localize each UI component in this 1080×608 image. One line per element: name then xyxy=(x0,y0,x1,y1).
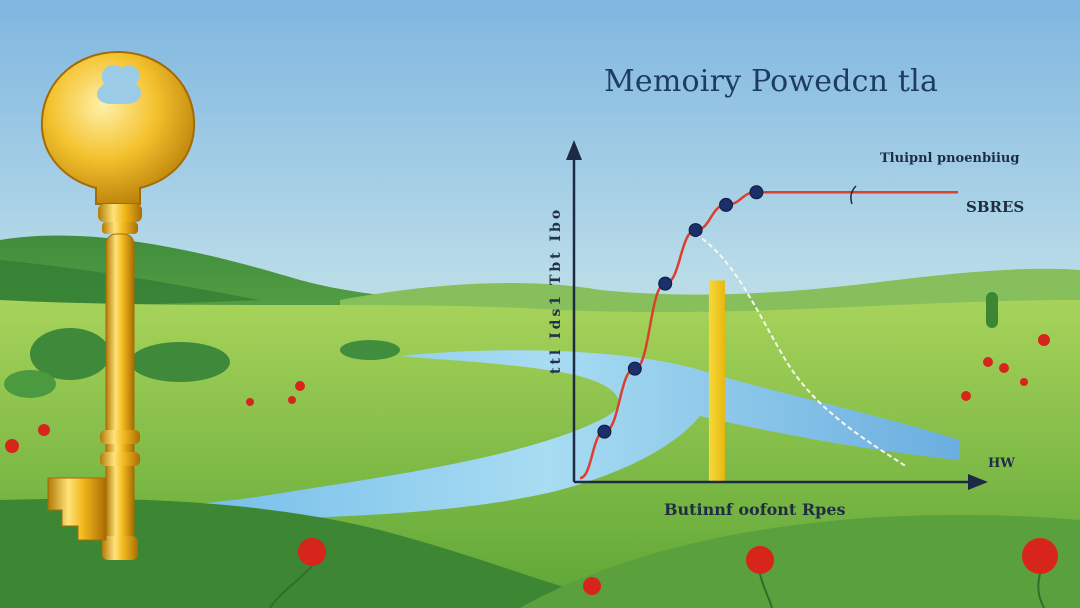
y-axis-arrow-icon xyxy=(566,140,582,160)
poppy-flowers xyxy=(5,334,1058,595)
bush xyxy=(340,340,400,360)
data-point xyxy=(719,197,734,212)
highlight-bar xyxy=(708,280,725,482)
series-label: SBRES xyxy=(966,198,1025,216)
x-axis-label: Butinnf oofont Rpes xyxy=(664,500,846,519)
y-axis-label: ttl Ids1 Tbt Ibo xyxy=(548,206,564,374)
data-points xyxy=(597,185,764,439)
cypress-tree xyxy=(986,292,998,328)
memory-chart xyxy=(566,140,988,490)
chart-title: Memoiry Powedcn tla xyxy=(604,64,939,99)
annotation-pointer xyxy=(850,185,857,205)
bush xyxy=(130,342,230,382)
x-axis-end-label: HW xyxy=(988,456,1015,471)
data-point xyxy=(597,424,612,439)
data-point xyxy=(688,223,703,238)
data-point xyxy=(627,361,642,376)
data-point xyxy=(749,185,764,200)
annotation-label: Tluipnl pnoenbiiug xyxy=(880,151,1020,166)
data-point xyxy=(658,276,673,291)
river xyxy=(130,350,960,521)
x-axis-arrow-icon xyxy=(968,474,988,490)
bush xyxy=(30,328,110,380)
bush xyxy=(4,370,56,398)
foreground-slope xyxy=(520,514,1080,608)
decay-dashed-line xyxy=(695,233,907,467)
poppy-stems xyxy=(269,565,1045,608)
golden-key-icon xyxy=(40,50,196,560)
